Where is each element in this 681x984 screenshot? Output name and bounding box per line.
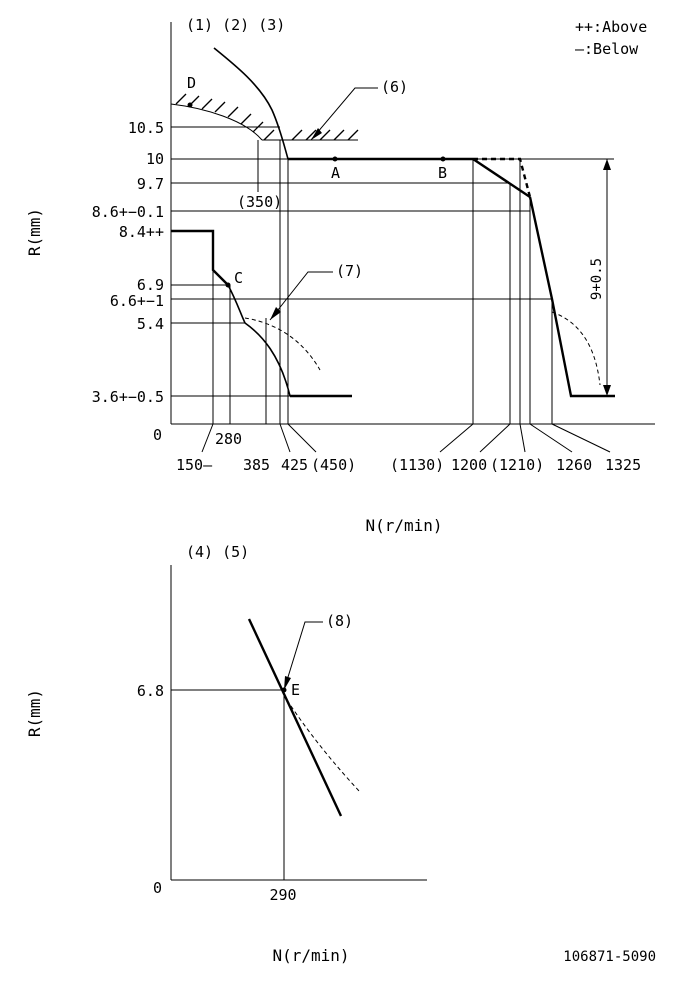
x-tick-150: 150— xyxy=(176,456,213,474)
leader-150 xyxy=(201,423,214,453)
callout-8: (8) xyxy=(326,612,353,630)
x-tick-385: 385 xyxy=(243,456,270,474)
callout-7: (7) xyxy=(336,262,363,280)
callout-6-arrow xyxy=(311,128,322,140)
leader-1130 xyxy=(439,423,474,453)
callout-6: (6) xyxy=(381,78,408,96)
legend-below: —:Below xyxy=(575,40,639,58)
y-tick-8-4: 8.4++ xyxy=(119,223,164,241)
x-tick-1200: 1200 xyxy=(451,456,487,474)
bottom-header-notes: (4) (5) xyxy=(186,543,249,561)
x-tick-1260: 1260 xyxy=(556,456,592,474)
stopper-hatching xyxy=(175,93,359,141)
idle-curve xyxy=(227,284,291,397)
callout-350: (350) xyxy=(237,193,282,211)
callout-7-arrow xyxy=(270,307,281,320)
point-e-label: E xyxy=(291,681,300,699)
y-tick-5-4: 5.4 xyxy=(137,315,164,333)
idle-below-dashed xyxy=(244,317,321,371)
dimension-arrow-top xyxy=(603,159,611,170)
point-a-label: A xyxy=(331,164,340,182)
y-tick-10: 10 xyxy=(146,150,164,168)
x-tick-1325: 1325 xyxy=(605,456,641,474)
leader-1260 xyxy=(529,423,573,453)
top-y-axis-title: R(mm) xyxy=(25,208,44,256)
leader-450 xyxy=(287,423,317,453)
dimension-arrow-bottom xyxy=(603,385,611,396)
idle-start-line xyxy=(171,229,229,286)
x-tick-425: 425 xyxy=(281,456,308,474)
bottom-y-axis-title: R(mm) xyxy=(25,689,44,737)
top-header-notes: (1) (2) (3) xyxy=(186,16,285,34)
y-tick-9-7: 9.7 xyxy=(137,175,164,193)
callout-6-leader xyxy=(310,87,378,141)
x-tick-450: (450) xyxy=(311,456,356,474)
y-tick-0-top: 0 xyxy=(153,426,162,444)
y-tick-3-6: 3.6+−0.5 xyxy=(92,388,164,406)
full-load-curve xyxy=(213,47,289,160)
x-tick-1130: (1130) xyxy=(390,456,444,474)
bottom-x-tick-290: 290 xyxy=(269,886,296,904)
point-b-marker xyxy=(440,156,446,162)
bottom-y-tick-6-8: 6.8 xyxy=(137,682,164,700)
footer-code: 106871-5090 xyxy=(563,949,656,965)
governor-slope-2 xyxy=(528,196,615,398)
point-b-label: B xyxy=(438,164,447,182)
callout-8-arrow xyxy=(284,676,291,690)
leader-1325 xyxy=(551,423,611,453)
leader-1200 xyxy=(479,423,511,453)
point-c-marker xyxy=(225,282,231,288)
bottom-main-line xyxy=(247,618,343,817)
leader-1210 xyxy=(519,423,526,453)
point-d-marker xyxy=(187,102,193,108)
y-tick-6-6: 6.6+−1 xyxy=(110,292,164,310)
y-tick-10-5: 10.5 xyxy=(128,119,164,137)
governor-below-dashed xyxy=(551,311,601,386)
x-tick-1210: (1210) xyxy=(490,456,544,474)
leader-425 xyxy=(279,423,291,453)
governor-slope-1 xyxy=(472,158,531,198)
y-tick-8-6: 8.6+−0.1 xyxy=(92,203,164,221)
callout-7-leader xyxy=(269,271,333,321)
callout-8-leader xyxy=(283,621,323,691)
point-d-label: D xyxy=(187,74,196,92)
dimension-label: 9+0.5 xyxy=(589,258,605,300)
legend-above: ++:Above xyxy=(575,18,647,36)
x-tick-280: 280 xyxy=(215,430,242,448)
top-x-axis-title: N(r/min) xyxy=(365,516,442,535)
bottom-x-axis-title: N(r/min) xyxy=(272,946,349,965)
stopper-curve xyxy=(170,103,263,141)
bottom-below-dashed xyxy=(286,699,361,793)
governor-slope-above xyxy=(473,157,532,198)
y-tick-6-9: 6.9 xyxy=(137,276,164,294)
bottom-y-tick-0: 0 xyxy=(153,879,162,897)
point-c-label: C xyxy=(234,269,243,287)
point-a-marker xyxy=(332,156,338,162)
